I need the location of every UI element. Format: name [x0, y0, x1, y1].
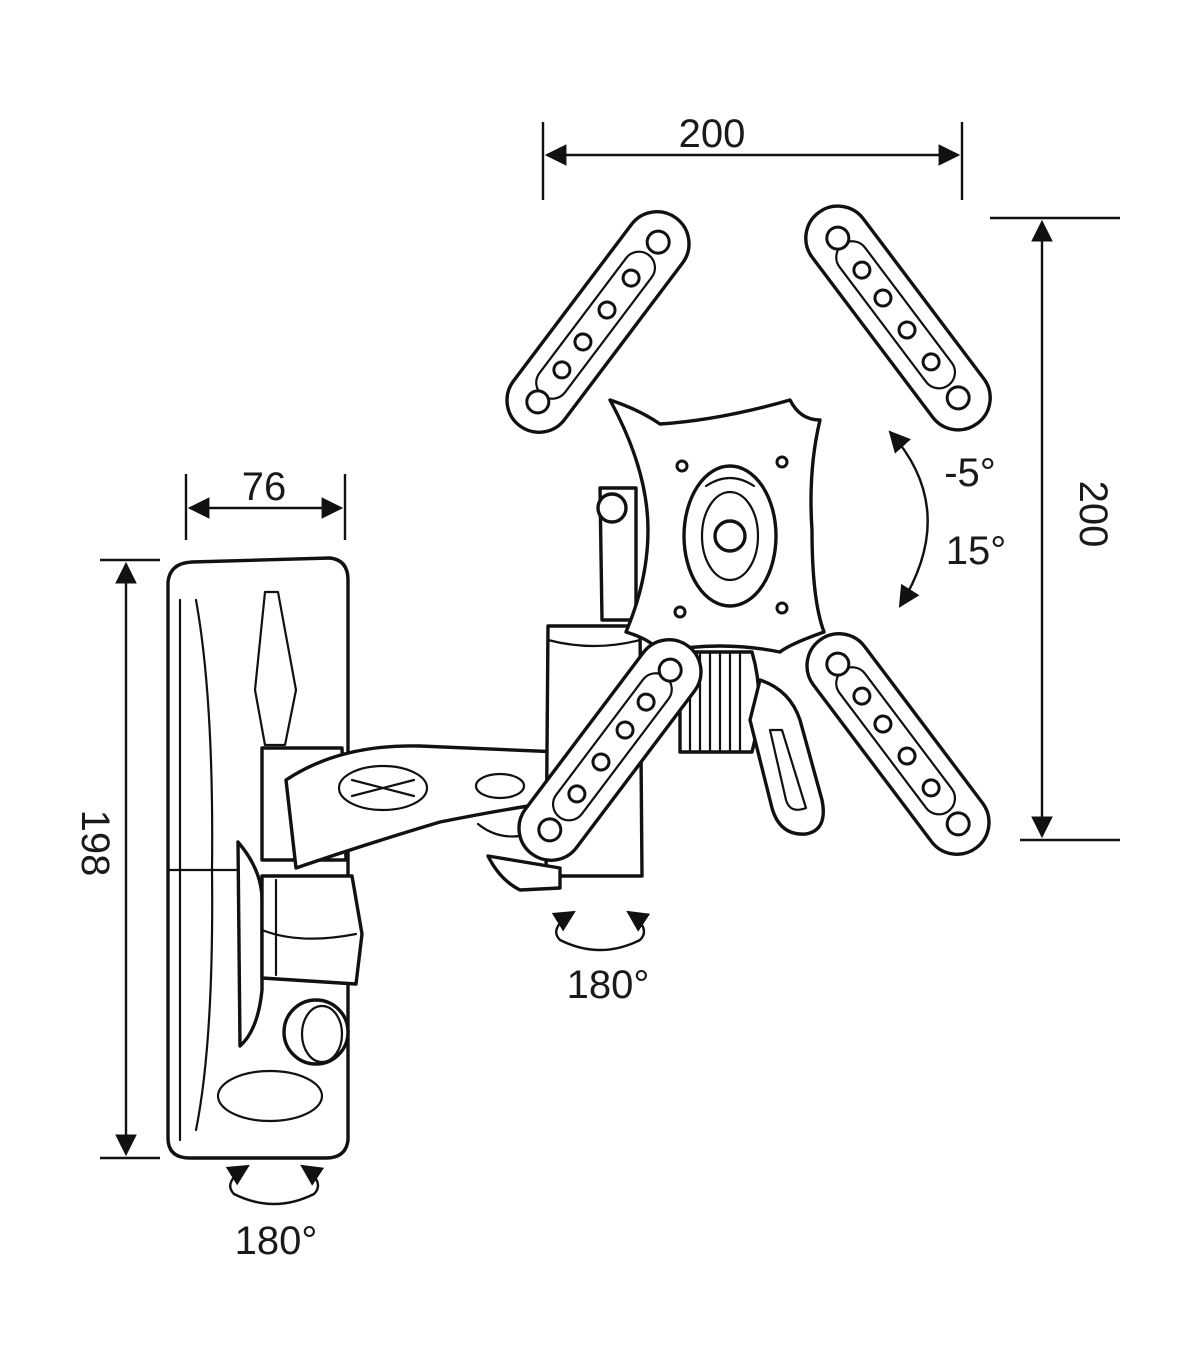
- dimension-wall-plate-height: 198: [73, 558, 160, 1160]
- wall-plate-width-label: 76: [242, 465, 287, 509]
- wall-swivel-indicator: 180°: [225, 1164, 325, 1263]
- wall-swivel-label: 180°: [235, 1219, 318, 1263]
- dimension-vesa-width: 200: [541, 112, 964, 200]
- vesa-arm-bottom-right: [805, 632, 991, 856]
- swing-arm: [284, 744, 574, 870]
- dimension-wall-plate-width: 76: [184, 465, 347, 540]
- vesa-plate: [608, 398, 826, 654]
- tilt-down-label: 15°: [946, 529, 1007, 573]
- vesa-width-label: 200: [679, 112, 746, 156]
- arm-swivel-indicator: 180°: [551, 910, 651, 1007]
- tilt-up-label: -5°: [944, 451, 996, 495]
- dimension-vesa-height: 200: [990, 216, 1120, 842]
- wall-plate-height-label: 198: [73, 810, 117, 877]
- vesa-arm-top-right: [804, 204, 992, 432]
- vesa-arm-top-left: [505, 210, 691, 434]
- vesa-arm-bottom-left: [517, 638, 703, 862]
- tilt-indicator: -5° 15°: [888, 430, 1007, 608]
- vesa-height-label: 200: [1071, 481, 1115, 548]
- arm-swivel-label: 180°: [567, 963, 650, 1007]
